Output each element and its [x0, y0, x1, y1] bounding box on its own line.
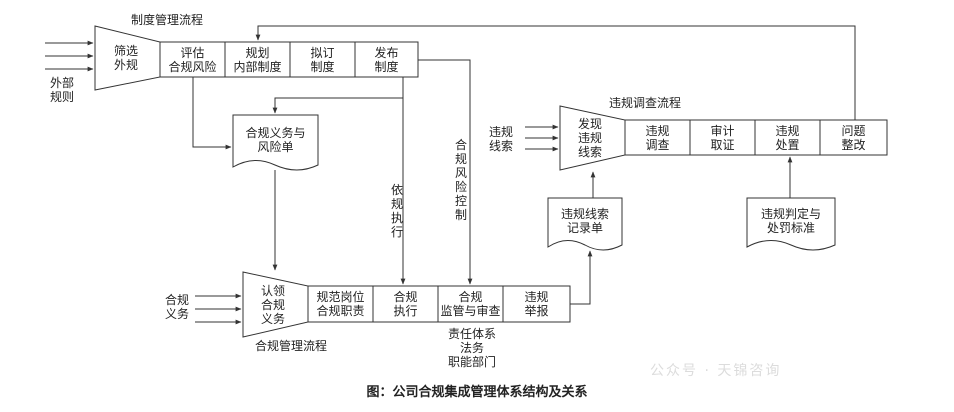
violation-funnel: 发现 违规 线索	[562, 106, 618, 170]
system-step-3: 拟订 制度	[290, 42, 355, 77]
system-step-3-label: 拟订 制度	[310, 45, 335, 74]
compliance-step-2-label: 合规 执行	[393, 290, 418, 318]
risk-control-label: 合 规 风 险 控 制	[454, 138, 467, 222]
compliance-obligation-input: 合规 义务	[164, 293, 189, 321]
system-funnel-label: 筛选 外规	[113, 44, 138, 72]
watermark: 公众号 · 天锦咨询	[650, 363, 782, 379]
figure-caption: 图：公司合规集成管理体系结构及关系	[366, 385, 588, 400]
violation-step-1-label: 违规 调查	[645, 123, 670, 152]
system-funnel: 筛选 外规	[98, 26, 154, 90]
system-step-1-label: 评估 合规风险	[168, 45, 217, 74]
compliance-step-3: 合规 监管与审查	[438, 286, 503, 322]
violation-step-3-label: 违规 处置	[775, 123, 800, 152]
compliance-step-1: 规范岗位 合规职责	[308, 286, 373, 322]
violation-step-4: 问题 整改	[820, 120, 887, 155]
penalty-standard-doc-shape	[746, 197, 836, 251]
compliance-step-4-label: 违规 举报	[524, 290, 549, 318]
obligation-risk-doc-shape	[232, 114, 319, 171]
violation-funnel-label: 发现 违规 线索	[577, 117, 602, 159]
violation-step-3: 违规 处置	[755, 120, 820, 155]
violation-step-1: 违规 调查	[625, 120, 690, 155]
clue-record-doc: 违规线索 记录单	[560, 207, 609, 235]
compliance-funnel-label: 认领 合规 义务	[260, 283, 285, 326]
compliance-flow-title: 合规管理流程	[254, 339, 327, 353]
violation-step-2: 审计 取证	[690, 120, 755, 155]
clue-record-doc-shape	[547, 197, 623, 251]
obligation-risk-list-doc: 合规义务与 风险单	[245, 126, 306, 154]
responsible-departments-label: 责任体系 法务 职能部门	[447, 327, 496, 369]
violation-step-4-label: 问题 整改	[841, 123, 866, 152]
system-step-2-label: 规划 内部制度	[233, 45, 282, 74]
compliance-funnel: 认领 合规 义务	[245, 272, 301, 337]
compliance-step-1-label: 规范岗位 合规职责	[316, 290, 365, 318]
system-step-4: 发布 制度	[355, 42, 418, 77]
compliance-steps-outline	[307, 285, 571, 323]
execute-by-rules-label: 依 规 执 行	[390, 183, 403, 239]
system-steps-outline	[159, 41, 419, 78]
violation-flow-title: 违规调查流程	[608, 96, 681, 110]
external-rules-input: 外部 规则	[49, 76, 74, 104]
compliance-step-4: 违规 举报	[503, 286, 570, 322]
system-step-4-label: 发布 制度	[374, 45, 399, 74]
system-step-2: 规划 内部制度	[225, 42, 290, 77]
system-flow-title: 制度管理流程	[130, 13, 203, 27]
compliance-step-2: 合规 执行	[373, 286, 438, 322]
system-step-1: 评估 合规风险	[160, 42, 225, 77]
compliance-step-3-label: 合规 监管与审查	[440, 290, 501, 318]
violation-steps-outline	[624, 119, 888, 156]
violation-step-2-label: 审计 取证	[710, 123, 735, 152]
penalty-standard-doc: 违规判定与 处罚标准	[760, 207, 821, 235]
violation-clue-input: 违规 线索	[488, 125, 513, 153]
